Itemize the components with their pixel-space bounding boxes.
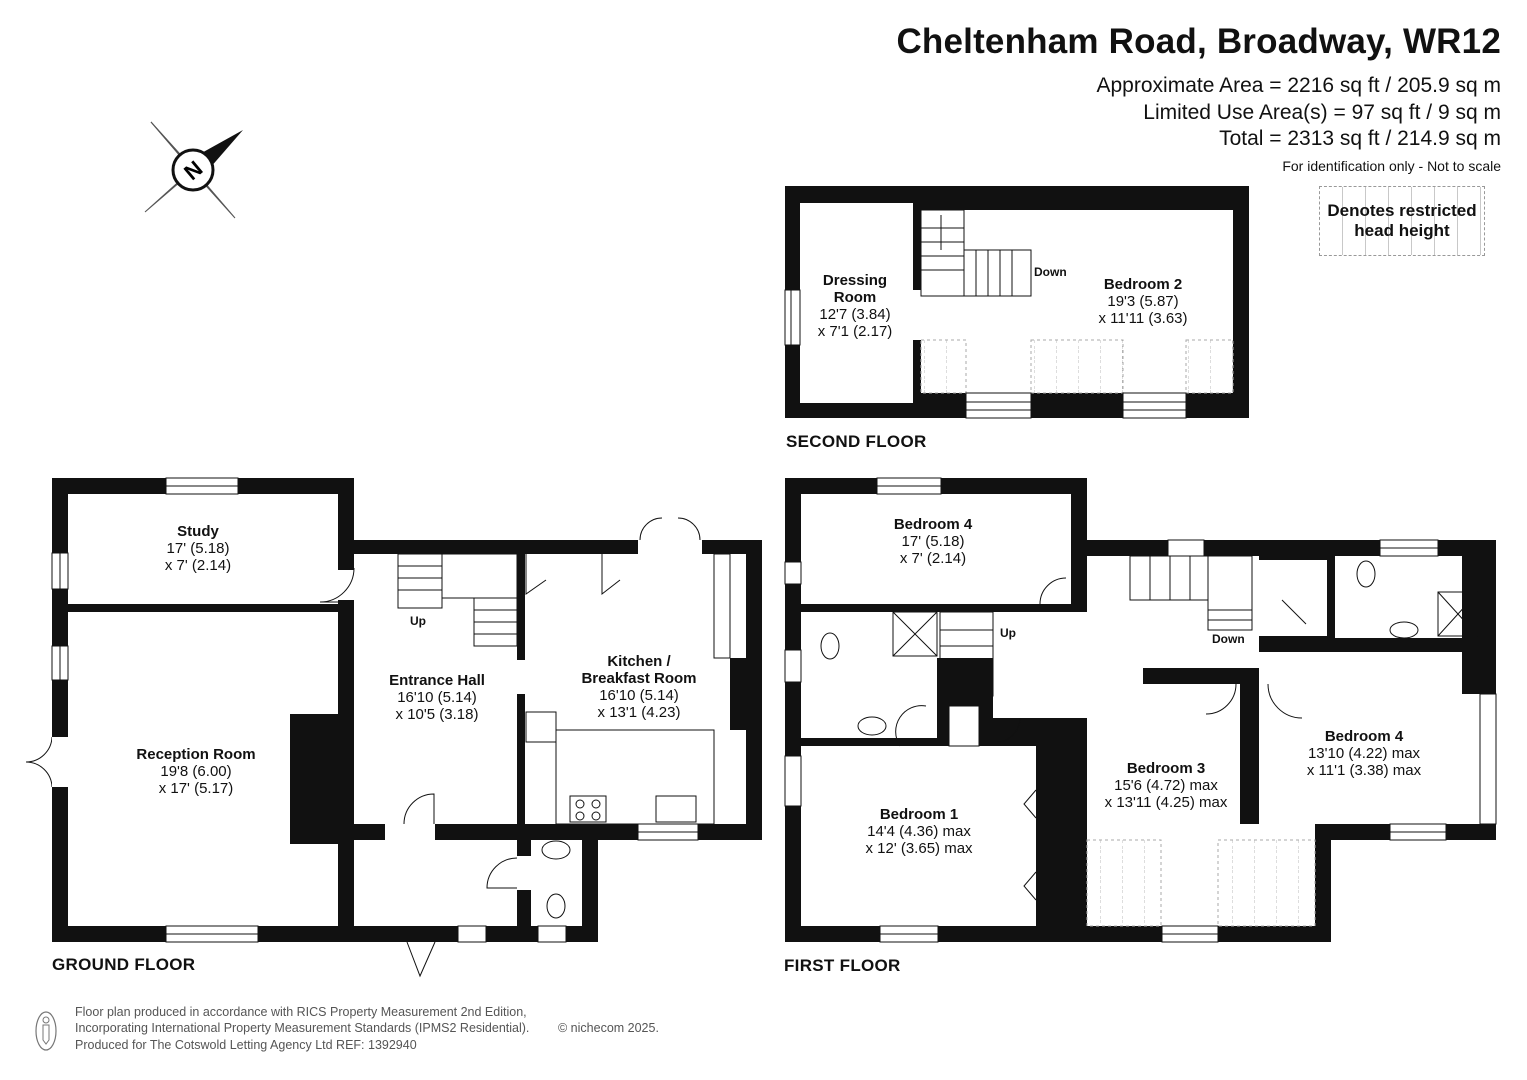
second-floor-label: SECOND FLOOR: [786, 432, 927, 451]
approximate-area: Approximate Area = 2216 sq ft / 205.9 sq…: [1096, 74, 1502, 97]
room-bedroom-2: Bedroom 2 19'3 (5.87) x 11'11 (3.63): [1098, 276, 1188, 327]
first-floor-plan: [784, 477, 1497, 943]
stairs-down-second: Down: [1034, 265, 1067, 279]
second-floor-plan: [784, 186, 1249, 419]
room-bedroom-3: Bedroom 3 15'6 (4.72) max x 13'11 (4.25)…: [1104, 760, 1228, 811]
room-bedroom-4-right: Bedroom 4 13'10 (4.22) max x 11'1 (3.38)…: [1306, 728, 1422, 779]
restricted-height-legend: Denotes restricted head height: [1319, 186, 1485, 256]
ground-floor-plan: [25, 477, 762, 978]
footer-line-3: Produced for The Cotswold Letting Agency…: [75, 1038, 417, 1052]
stairs-up-ground: Up: [410, 614, 426, 628]
footer-copyright: © nichecom 2025.: [558, 1021, 659, 1035]
room-reception: Reception Room 19'8 (6.00) x 17' (5.17): [136, 746, 256, 797]
property-title: Cheltenham Road, Broadway, WR12: [896, 22, 1501, 61]
total-area: Total = 2313 sq ft / 214.9 sq m: [1219, 127, 1501, 150]
room-study: Study 17' (5.18) x 7' (2.14): [164, 523, 232, 574]
scale-note: For identification only - Not to scale: [1282, 158, 1501, 174]
compass-icon: N: [144, 121, 243, 219]
stairs-up-first: Up: [1000, 626, 1016, 640]
legend-text: Denotes restricted head height: [1327, 201, 1477, 240]
footer-line-2: Incorporating International Property Mea…: [75, 1021, 530, 1035]
ground-floor-label: GROUND FLOOR: [52, 955, 196, 974]
footer-line-1: Floor plan produced in accordance with R…: [75, 1005, 527, 1019]
room-entrance-hall: Entrance Hall 16'10 (5.14) x 10'5 (3.18): [389, 672, 485, 723]
first-floor-label: FIRST FLOOR: [784, 956, 901, 975]
room-bedroom-1: Bedroom 1 14'4 (4.36) max x 12' (3.65) m…: [865, 806, 973, 857]
room-bedroom-4-top: Bedroom 4 17' (5.18) x 7' (2.14): [893, 516, 973, 567]
person-scale-icon: [35, 1011, 57, 1051]
limited-use-area: Limited Use Area(s) = 97 sq ft / 9 sq m: [1143, 101, 1501, 124]
room-kitchen: Kitchen / Breakfast Room 16'10 (5.14) x …: [581, 653, 697, 721]
stairs-down-first: Down: [1212, 632, 1245, 646]
room-dressing: Dressing Room 12'7 (3.84) x 7'1 (2.17): [817, 272, 893, 340]
